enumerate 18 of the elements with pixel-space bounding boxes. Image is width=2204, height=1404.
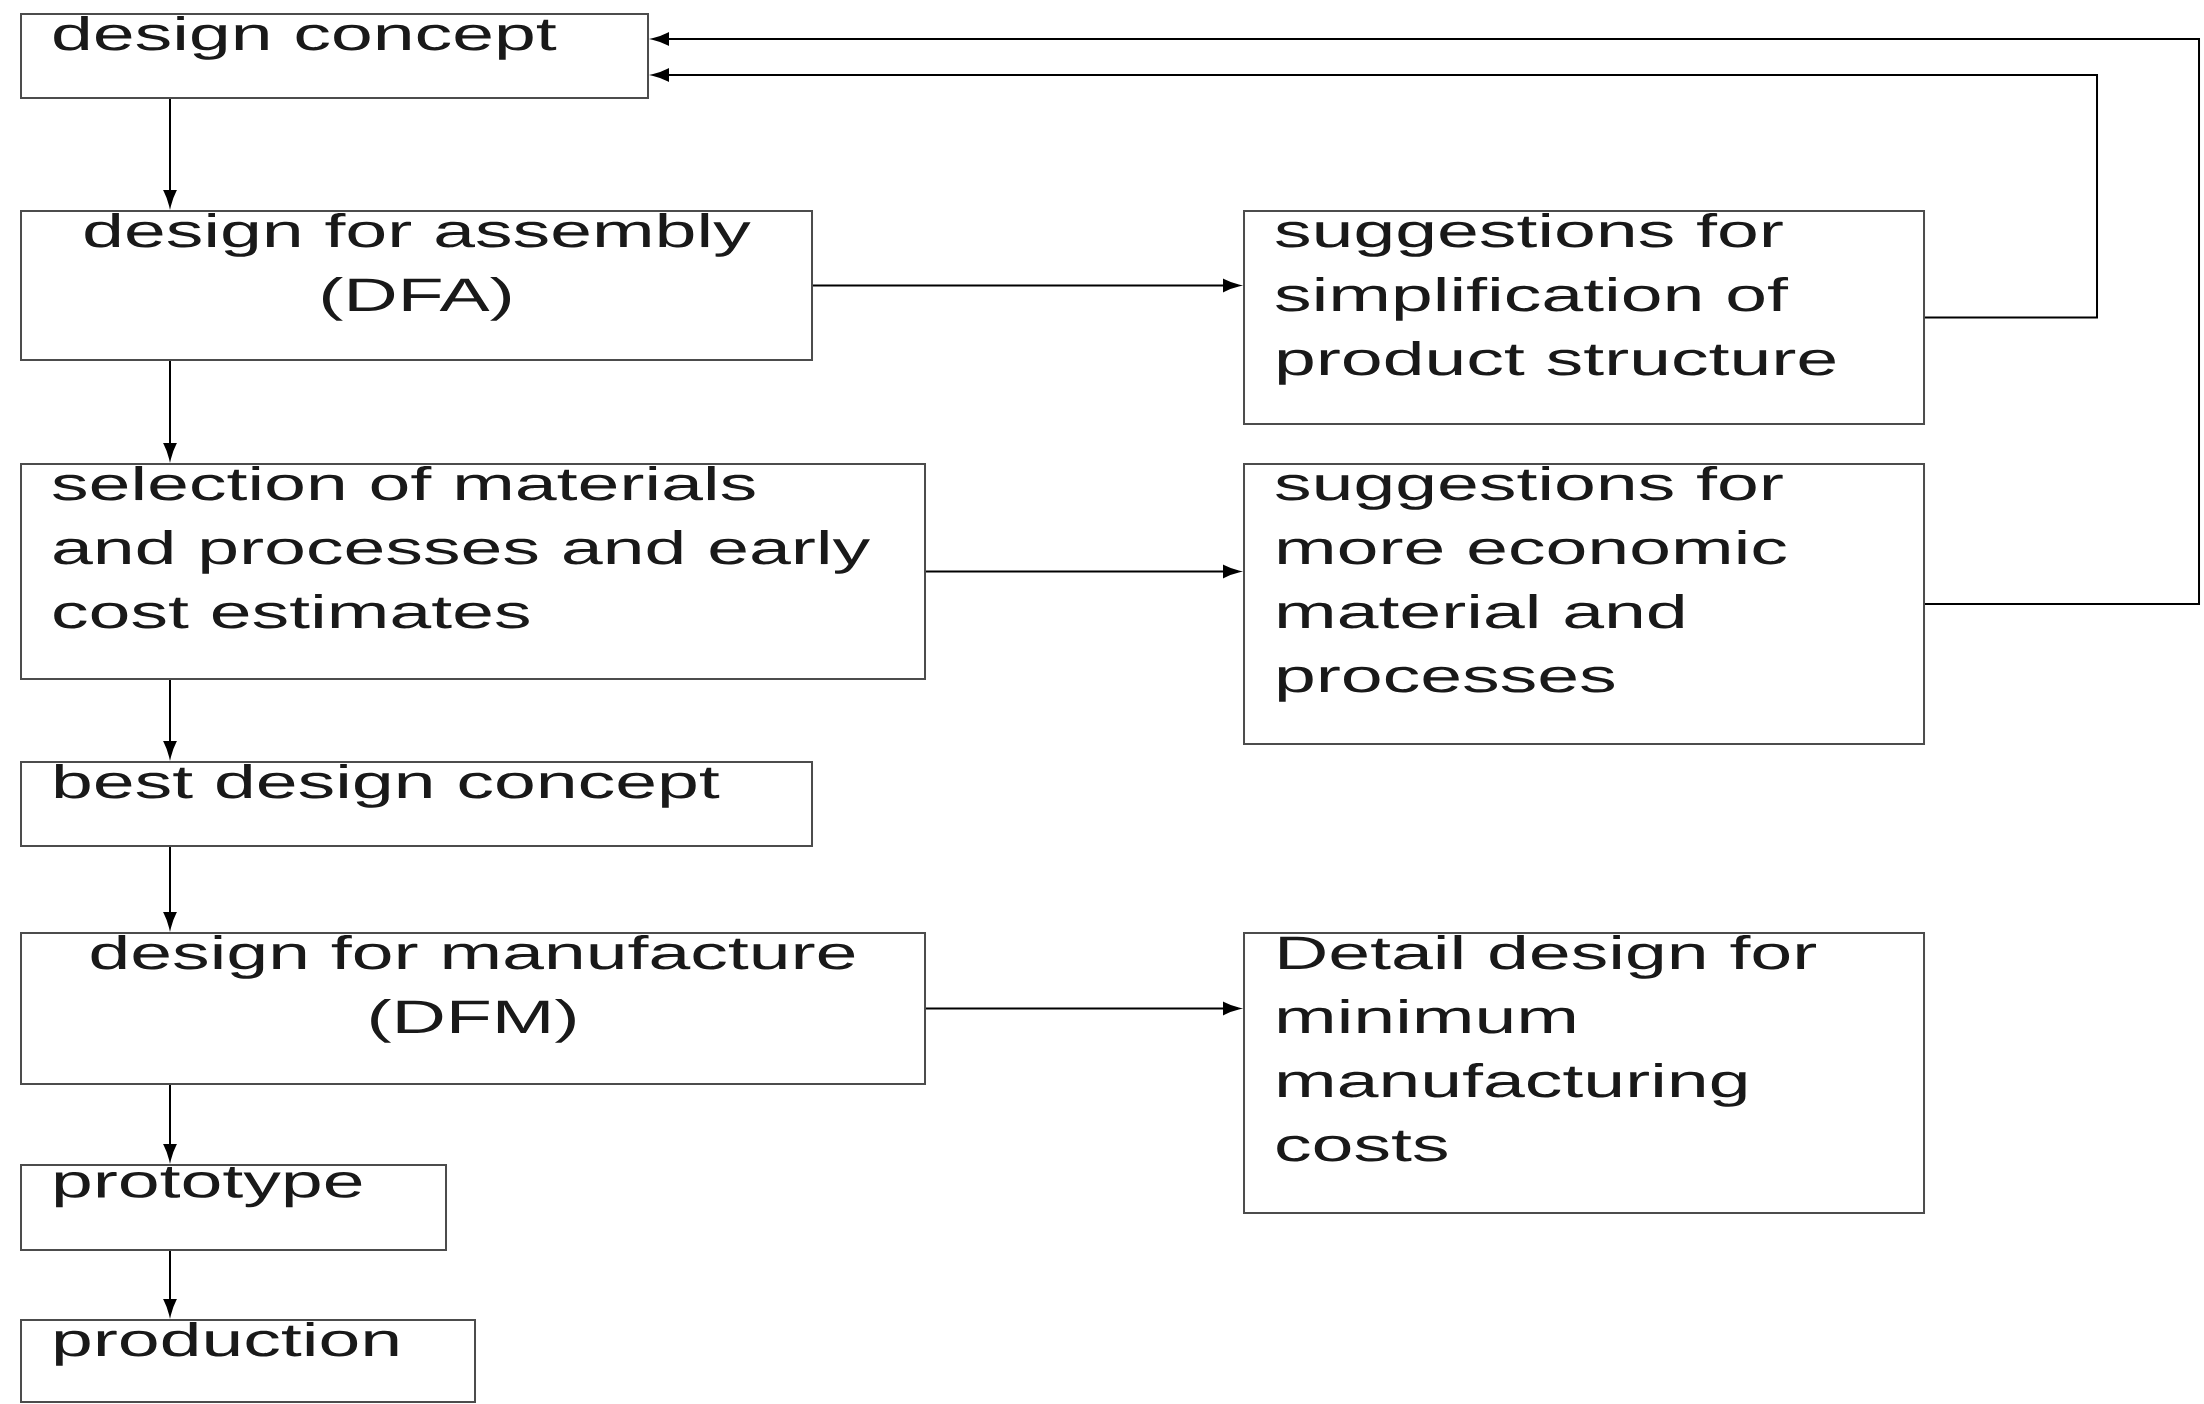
- process-box: suggestions for simplification of product structure: [1243, 210, 1925, 425]
- process-box: production: [20, 1319, 476, 1403]
- arrow: [652, 32, 2200, 605]
- arrow: [163, 98, 177, 207]
- arrow: [163, 1250, 177, 1316]
- process-box: design concept: [20, 13, 649, 99]
- process-box: selection of materials and processes and early cost estimates: [20, 463, 926, 680]
- process-box: prototype: [20, 1164, 447, 1251]
- process-box: Detail design for minimum manufacturing costs: [1243, 932, 1925, 1214]
- arrow: [163, 679, 177, 758]
- process-box: design for manufacture (DFM): [20, 932, 926, 1085]
- process-box: best design concept: [20, 761, 813, 847]
- process-box: suggestions for more economic material and processes: [1243, 463, 1925, 745]
- process-box: design for assembly (DFA): [20, 210, 813, 361]
- arrow: [652, 68, 2098, 319]
- arrow: [163, 360, 177, 460]
- arrow: [163, 1084, 177, 1161]
- arrow: [163, 846, 177, 929]
